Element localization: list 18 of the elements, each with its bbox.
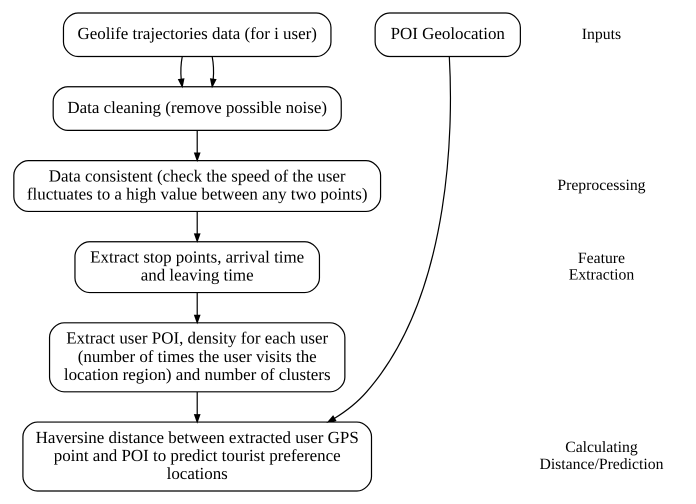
arrow [193, 130, 200, 162]
node-box: Haversine distance between extracted user GPS point and POI to predict tourist preference locations [22, 421, 372, 492]
label: Calculating Distance/Prediction [538, 439, 663, 474]
node-box: Extract stop points, arrival time and leaving time [74, 241, 320, 294]
arrow [209, 56, 216, 88]
node-box: Data cleaning (remove possible noise) [52, 86, 342, 131]
node-box: POI Geolocation [374, 12, 520, 58]
node-box: Data consistent (check the speed of the user fluctuates to a high value between any two points) [12, 160, 381, 212]
label: Inputs [581, 26, 621, 43]
label: Preprocessing [556, 177, 646, 194]
node-box: Geolife trajectories data (for i user) [62, 12, 332, 58]
label: Feature Extraction [568, 250, 634, 284]
node-box: Extract user POI, density for each user (number of times the user visits the location region) and number of clusters [48, 322, 345, 392]
arrow [193, 292, 200, 324]
arrow [326, 56, 451, 423]
arrow [177, 56, 184, 88]
arrow [193, 392, 200, 424]
arrow [193, 212, 200, 244]
